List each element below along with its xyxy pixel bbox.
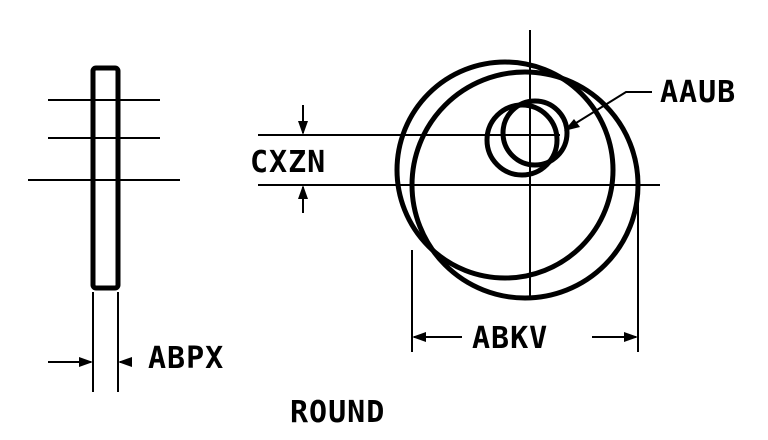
eccentric-inner-circle <box>500 98 570 168</box>
diameter-arrow-right <box>624 332 638 342</box>
diameter-arrow-left <box>412 332 426 342</box>
shape-label: ROUND <box>290 395 385 430</box>
inner-diameter-leader-arrow <box>564 119 580 131</box>
side-view <box>28 65 180 392</box>
thickness-arrow-right <box>118 357 132 367</box>
inner-diameter-leader <box>567 91 652 129</box>
offset-arrow-bottom <box>298 185 308 199</box>
offset-arrow-top <box>298 121 308 135</box>
thickness-label: ABPX <box>148 341 224 376</box>
front-view <box>258 30 660 352</box>
side-view-profile <box>90 65 121 291</box>
offset-label: CXZN <box>250 145 326 180</box>
thickness-arrow-left <box>79 357 93 367</box>
inner-diameter-label: AAUB <box>660 75 736 110</box>
outer-diameter-label: ABKV <box>472 321 548 356</box>
eccentric-outer-circle <box>394 59 616 281</box>
inner-hole-circle <box>484 102 560 178</box>
